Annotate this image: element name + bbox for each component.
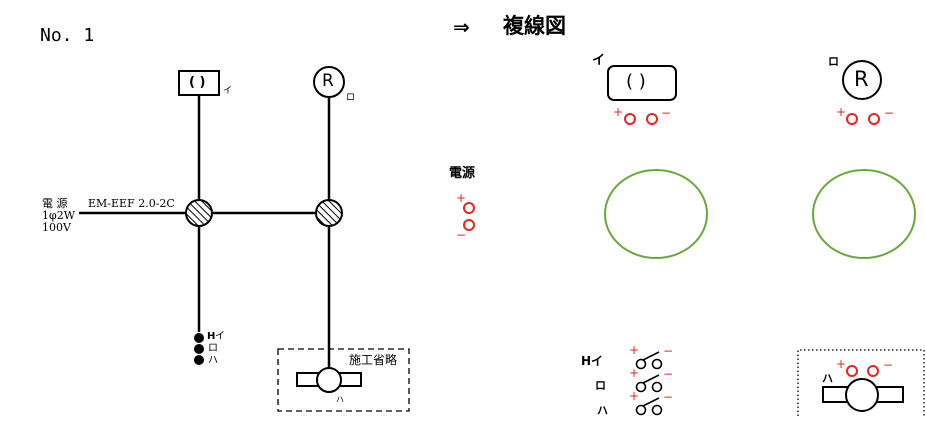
switch-ro-minus-sign: −	[663, 367, 674, 381]
cable-label: EM-EEF 2.0-2C	[88, 197, 175, 210]
multi-line-diagram	[463, 60, 925, 416]
switch-label-i: イ	[215, 331, 225, 342]
multi-switch-label-ha: ハ	[597, 404, 608, 417]
switch-hi-symbol	[635, 351, 663, 370]
fixture-plus-sign: +	[836, 357, 847, 371]
lamp-ro-label: ロ	[346, 93, 356, 103]
junction-box-left-green	[604, 169, 708, 259]
switch-dots	[194, 333, 204, 365]
switch-label-ro: ロ	[208, 343, 218, 354]
lamp-ro-minus-sign: −	[884, 106, 895, 120]
multi-lamp-ro-label: ロ	[828, 55, 839, 68]
fixture-lamp-circle	[316, 367, 342, 393]
lamp-i-plus-sign: +	[613, 105, 624, 119]
junction-box-right-green	[812, 169, 916, 259]
multi-power-label: 電源	[449, 166, 476, 181]
multi-lamp-i-symbol: ( )	[626, 71, 646, 92]
problem-number: No. 1	[40, 25, 95, 46]
lamp-i-label: イ	[223, 86, 233, 96]
switch-label-ha: ハ	[208, 355, 218, 366]
lamp-ro-terminal-minus	[868, 113, 880, 125]
lamp-i-rounded-box	[607, 65, 677, 101]
switch-dot-1	[194, 333, 204, 343]
lamp-i-minus-sign: −	[661, 106, 672, 120]
lamp-i-terminal-minus	[646, 113, 658, 125]
switch-ha-minus-sign: −	[663, 390, 674, 404]
diagram-title: 複線図	[503, 14, 566, 38]
junction-box-2	[315, 199, 343, 227]
switch-ro-plus-sign: +	[629, 366, 640, 380]
lamp-i-terminal-plus	[624, 113, 636, 125]
lamp-i-symbol: ( )	[189, 75, 206, 90]
power-spec: 1φ2W	[42, 209, 76, 222]
fixture-lamp-circle-right	[845, 378, 879, 412]
switch-ha-plus-sign: +	[629, 389, 640, 403]
fixture-label: ハ	[336, 395, 344, 404]
power-terminal-minus	[463, 219, 475, 231]
lamp-i-box	[178, 70, 220, 96]
multi-switch-label-ro: ロ	[595, 379, 606, 392]
single-line-diagram	[79, 66, 410, 412]
power-terminal-plus	[463, 202, 475, 214]
lamp-ro-terminal-plus	[846, 113, 858, 125]
fixture-terminal-minus	[867, 365, 879, 377]
arrow-icon: ⇒	[453, 15, 470, 39]
multi-fixture-label: ハ	[822, 372, 833, 385]
switch-ro-symbol	[635, 374, 663, 393]
lamp-ro-symbol: R	[322, 71, 334, 91]
power-label: 電 源	[42, 197, 68, 210]
multi-lamp-i-label: イ	[592, 53, 606, 68]
multi-lamp-ro-symbol: R	[854, 67, 869, 91]
omit-dashed-box	[277, 348, 410, 412]
lamp-ro-circle	[313, 66, 345, 98]
lamp-ro-plus-sign: +	[836, 105, 847, 119]
switch-ha-symbol	[635, 397, 663, 416]
switch-label-h: H	[207, 331, 216, 342]
switch-dot-3	[194, 355, 204, 365]
power-voltage: 100V	[42, 221, 71, 234]
fixture-terminal-plus	[846, 365, 858, 377]
lamp-ro-circle-right	[842, 60, 882, 100]
switch-hi-plus-sign: +	[629, 343, 640, 357]
power-plus-sign: +	[456, 191, 467, 205]
fixture-dotted-box	[797, 349, 925, 416]
switch-hi-minus-sign: −	[663, 344, 674, 358]
fixture-minus-sign: −	[883, 358, 894, 372]
omit-label: 施工省略	[349, 353, 398, 367]
power-minus-sign: −	[456, 228, 467, 242]
junction-box-1	[185, 199, 213, 227]
multi-switch-label-hi: Hイ	[581, 354, 604, 368]
switch-dot-2	[194, 344, 204, 354]
